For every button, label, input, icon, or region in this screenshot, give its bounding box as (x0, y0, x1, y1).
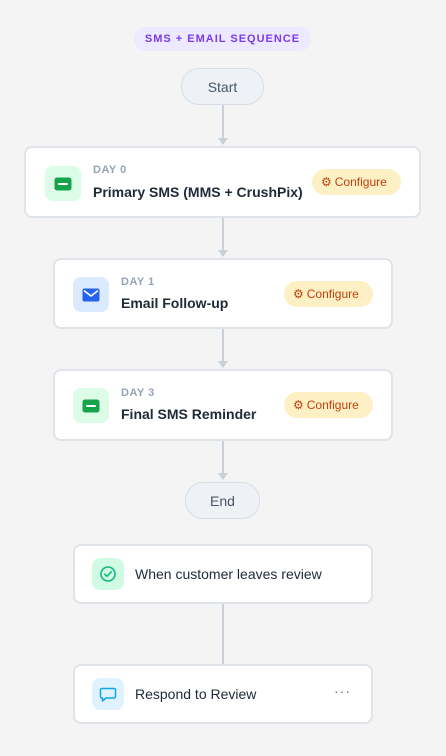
trigger-card[interactable]: When customer leaves review (73, 544, 373, 604)
connector-arrow (218, 250, 228, 257)
step-day-label: DAY 1 (121, 276, 155, 288)
connector-line (222, 218, 224, 251)
step-title: Primary SMS (MMS + CrushPix) (93, 184, 303, 200)
action-card[interactable]: Respond to Review ··· (73, 664, 373, 724)
connector-arrow (218, 138, 228, 145)
gear-icon: ⚙ (293, 398, 304, 412)
configure-button[interactable]: ⚙ Configure (284, 392, 373, 418)
gear-icon: ⚙ (321, 175, 332, 189)
configure-label: Configure (306, 287, 359, 301)
gear-icon: ⚙ (293, 287, 304, 301)
step-day-label: DAY 3 (121, 387, 155, 399)
sequence-step-day3[interactable]: DAY 3 Final SMS Reminder ⚙ Configure (53, 369, 393, 441)
sms-icon (73, 388, 109, 423)
configure-button[interactable]: ⚙ Configure (312, 169, 401, 195)
step-day-label: DAY 0 (93, 164, 127, 176)
trigger-title: When customer leaves review (135, 566, 322, 582)
connector-arrow (218, 473, 228, 480)
more-options-icon[interactable]: ··· (334, 683, 351, 699)
end-node[interactable]: End (185, 482, 260, 519)
check-circle-icon (92, 558, 124, 590)
connector-line (222, 329, 224, 362)
connector-line (222, 105, 224, 139)
step-title: Final SMS Reminder (121, 406, 257, 422)
sms-icon (45, 166, 81, 201)
connector-arrow (218, 361, 228, 368)
configure-button[interactable]: ⚙ Configure (284, 281, 373, 307)
step-title: Email Follow-up (121, 295, 229, 311)
start-node[interactable]: Start (181, 68, 264, 105)
configure-label: Configure (334, 175, 387, 189)
connector-line (222, 441, 224, 474)
sequence-step-day1[interactable]: DAY 1 Email Follow-up ⚙ Configure (53, 258, 393, 329)
sequence-type-badge: SMS + EMAIL SEQUENCE (134, 27, 311, 51)
connector-line (222, 604, 224, 664)
action-title: Respond to Review (135, 686, 257, 702)
email-icon (73, 277, 109, 312)
sequence-step-day0[interactable]: DAY 0 Primary SMS (MMS + CrushPix) ⚙ Con… (24, 146, 421, 218)
chat-bubble-icon (92, 678, 124, 710)
configure-label: Configure (306, 398, 359, 412)
